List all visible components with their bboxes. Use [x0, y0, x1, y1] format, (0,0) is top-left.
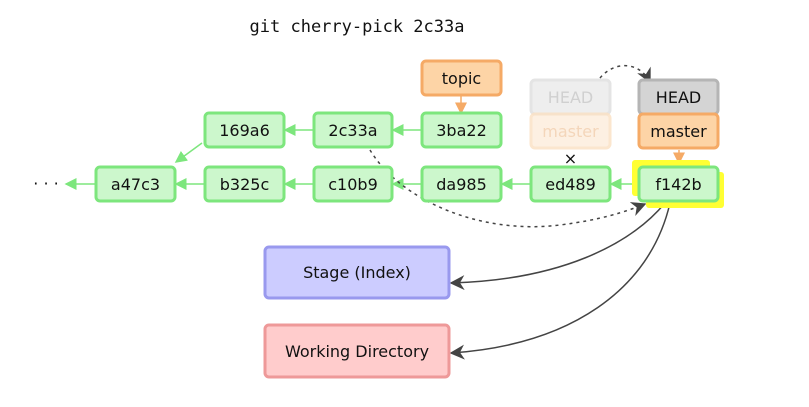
edge-169a6-a47c3 [174, 142, 203, 163]
working-directory-area[interactable]: Working Directory [263, 323, 451, 379]
branch-topic[interactable]: topic [420, 59, 503, 97]
command-title: git cherry-pick 2c33a [250, 17, 465, 37]
commit-da985-label: da985 [436, 175, 487, 194]
commit-a47c3-label: a47c3 [111, 175, 160, 194]
arrow-f142b-to-stage [449, 202, 666, 291]
history-ellipsis: · · · [33, 174, 58, 193]
old-master-label: master [542, 122, 599, 141]
commit-169a6[interactable]: 169a6 [203, 111, 286, 149]
commit-f142b[interactable]: f142b [632, 160, 724, 208]
head-ref[interactable]: HEAD [637, 78, 720, 116]
commit-a47c3[interactable]: a47c3 [94, 165, 177, 203]
old-head-ref: HEAD [529, 78, 612, 116]
commit-ed489-label: ed489 [545, 175, 596, 194]
commit-b325c-label: b325c [220, 175, 270, 194]
old-master-ref: master [529, 112, 612, 150]
commit-da985[interactable]: da985 [420, 165, 503, 203]
head-move-dotted-arrow [599, 64, 651, 84]
commit-c10b9-label: c10b9 [328, 175, 378, 194]
working-directory-label: Working Directory [285, 342, 429, 361]
branch-master-label: master [650, 122, 707, 141]
head-label: HEAD [656, 88, 701, 107]
stage-area[interactable]: Stage (Index) [263, 245, 451, 300]
commit-f142b-label: f142b [655, 175, 701, 194]
cherry-pick-dotted-arrow [369, 149, 647, 228]
commit-ed489[interactable]: ed489 [529, 165, 612, 203]
arrow-f142b-to-working [449, 202, 671, 360]
branch-topic-label: topic [442, 69, 481, 88]
commit-2c33a-label: 2c33a [328, 121, 377, 140]
commit-b325c[interactable]: b325c [203, 165, 286, 203]
commit-3ba22[interactable]: 3ba22 [420, 111, 503, 149]
commit-169a6-label: 169a6 [219, 121, 270, 140]
commit-2c33a[interactable]: 2c33a [312, 111, 394, 149]
commit-c10b9[interactable]: c10b9 [312, 165, 394, 203]
old-head-label: HEAD [548, 88, 593, 107]
commit-3ba22-label: 3ba22 [436, 121, 487, 140]
branch-master[interactable]: master [637, 112, 720, 150]
removed-marker-icon: × [564, 149, 577, 168]
stage-area-label: Stage (Index) [303, 263, 411, 282]
